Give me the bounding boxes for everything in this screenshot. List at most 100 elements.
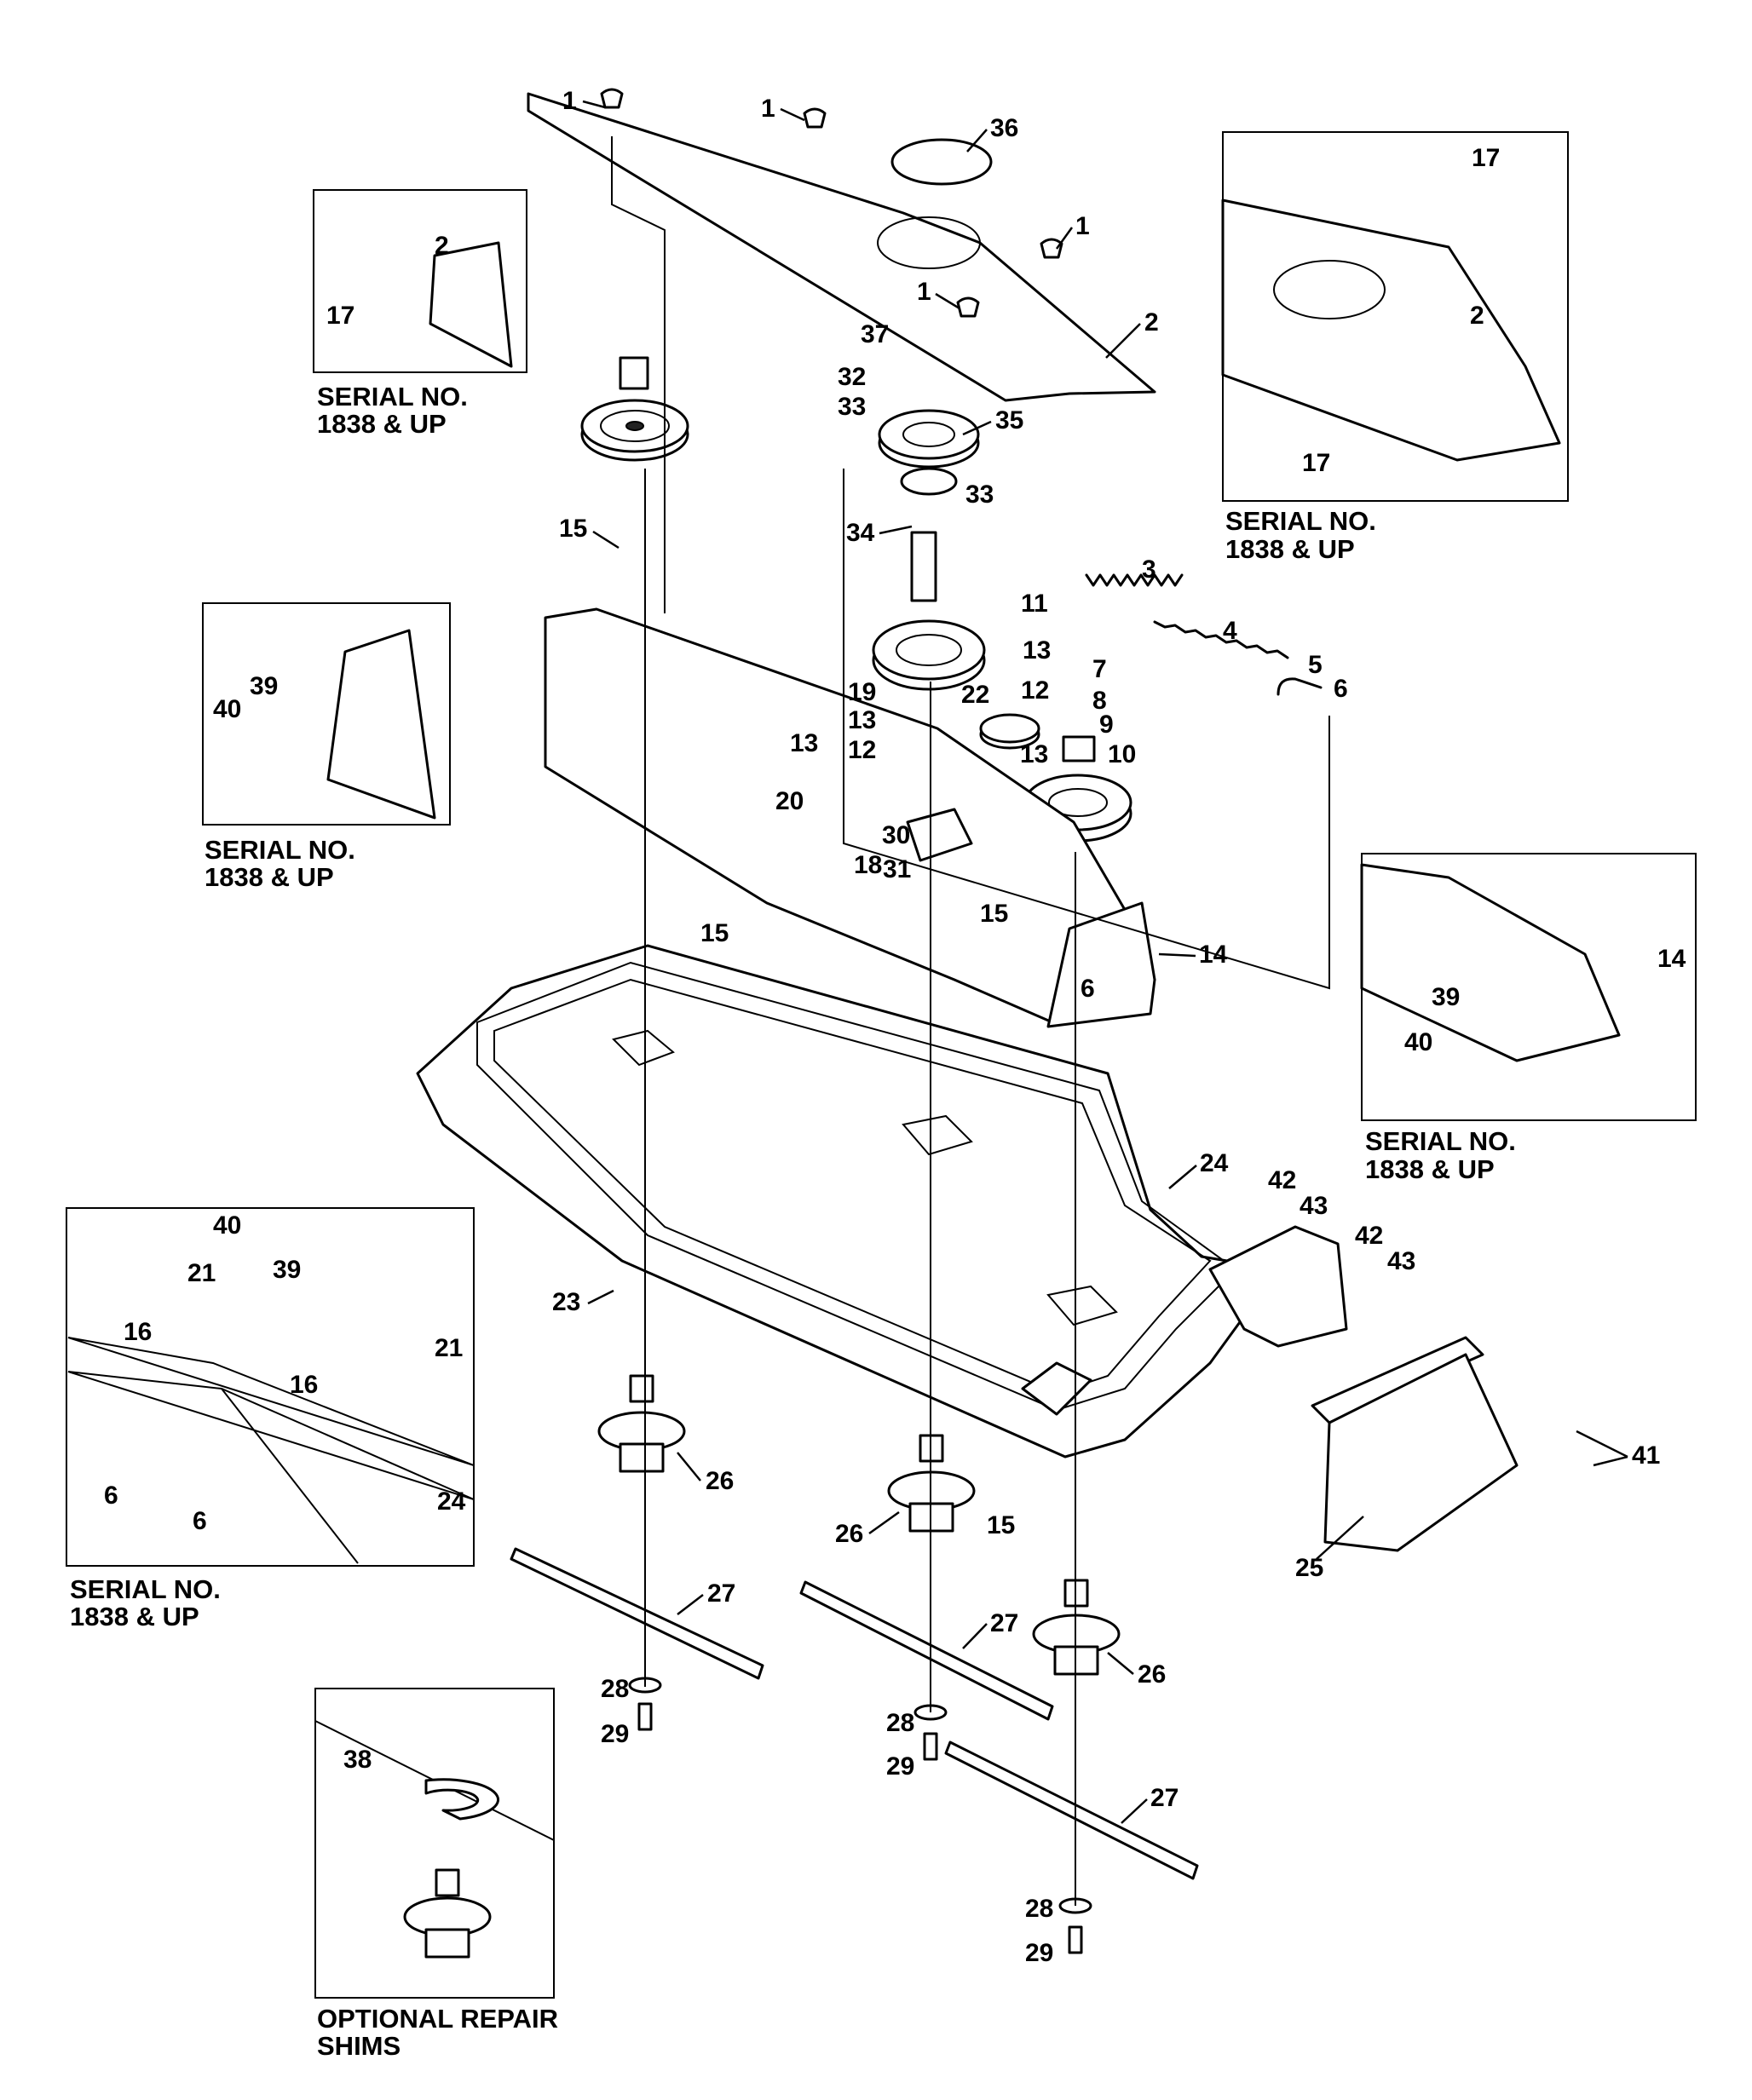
callout: 9 bbox=[1099, 711, 1114, 739]
eye-bolt bbox=[1277, 677, 1323, 696]
inset-caption: SERIAL NO. bbox=[1365, 1126, 1516, 1156]
callout: 38 bbox=[343, 1746, 372, 1774]
pulley-center-large bbox=[872, 619, 986, 691]
callout: 14 bbox=[1199, 941, 1228, 969]
callout: 31 bbox=[883, 855, 911, 883]
callout: 29 bbox=[601, 1720, 629, 1748]
inset-caption: SERIAL NO. bbox=[317, 382, 468, 411]
callout: 3 bbox=[1142, 555, 1156, 584]
rear-hitch bbox=[1311, 1336, 1484, 1424]
callout: 4 bbox=[1223, 617, 1237, 645]
blade-center bbox=[799, 1580, 1054, 1721]
callout: 42 bbox=[1268, 1166, 1296, 1194]
o-ring bbox=[890, 138, 993, 186]
inset-caption: SERIAL NO. bbox=[1225, 506, 1376, 536]
spindle-shaft bbox=[910, 531, 937, 602]
callout: 40 bbox=[213, 695, 241, 723]
pulley-idler-small bbox=[979, 713, 1040, 750]
blade-left bbox=[510, 1547, 764, 1680]
callout: 39 bbox=[250, 672, 278, 700]
callout: 26 bbox=[835, 1520, 863, 1548]
inset-caption: SERIAL NO. bbox=[70, 1574, 221, 1604]
callout: 18 bbox=[854, 851, 882, 879]
callout: 13 bbox=[790, 729, 818, 757]
callout: 33 bbox=[965, 480, 994, 509]
callout: 24 bbox=[437, 1487, 466, 1516]
rear-shield bbox=[1323, 1353, 1519, 1552]
inset-caption: 1838 & UP bbox=[1225, 534, 1355, 564]
callout: 21 bbox=[435, 1334, 463, 1362]
callout: 1 bbox=[1075, 212, 1090, 240]
inset-caption: 1838 & UP bbox=[205, 862, 334, 892]
callout: 35 bbox=[995, 406, 1023, 434]
callout: 1 bbox=[562, 87, 577, 115]
callout: 32 bbox=[838, 363, 866, 391]
callout: 20 bbox=[775, 787, 804, 815]
callout: 15 bbox=[980, 900, 1008, 928]
inset-caption: 1838 & UP bbox=[1365, 1154, 1495, 1184]
callout: 34 bbox=[846, 519, 875, 547]
callout: 17 bbox=[326, 302, 354, 330]
chain bbox=[1153, 620, 1289, 659]
callout: 2 bbox=[435, 232, 449, 260]
pulley-center-top bbox=[878, 409, 980, 496]
callout: 19 bbox=[848, 678, 876, 706]
callout: 15 bbox=[559, 515, 587, 543]
callout: 43 bbox=[1300, 1192, 1328, 1220]
callout: 1 bbox=[917, 278, 931, 306]
inset-belt-cover-small: 2 17 SERIAL NO. 1838 & UP bbox=[313, 189, 527, 439]
callout: 12 bbox=[848, 736, 876, 764]
callout: 39 bbox=[273, 1256, 301, 1284]
callout: 6 bbox=[104, 1482, 118, 1510]
alignment-line bbox=[611, 136, 1330, 1906]
callout: 26 bbox=[706, 1467, 734, 1495]
callout: 28 bbox=[601, 1675, 629, 1703]
callout: 11 bbox=[1021, 590, 1048, 618]
callout: 5 bbox=[1308, 651, 1323, 679]
callout: 14 bbox=[1657, 945, 1686, 973]
belt-cover bbox=[527, 92, 1156, 402]
callout: 42 bbox=[1355, 1222, 1383, 1250]
callout: 2 bbox=[1470, 302, 1484, 330]
callout: 15 bbox=[700, 919, 729, 947]
inset-left-shield: 39 40 SERIAL NO. 1838 & UP bbox=[202, 602, 451, 892]
inset-caption: SHIMS bbox=[317, 2031, 401, 2061]
callout: 40 bbox=[1404, 1028, 1432, 1056]
callout: 26 bbox=[1138, 1660, 1166, 1689]
callout: 30 bbox=[882, 821, 910, 849]
callout: 6 bbox=[1081, 975, 1095, 1003]
callout: 8 bbox=[1092, 687, 1107, 715]
callout: 27 bbox=[707, 1579, 735, 1608]
blade-right bbox=[944, 1740, 1199, 1880]
callout: 24 bbox=[1200, 1149, 1229, 1177]
callout: 2 bbox=[1144, 308, 1159, 337]
callout: 22 bbox=[961, 681, 989, 709]
callout: 16 bbox=[124, 1318, 152, 1346]
inset-caption: SERIAL NO. bbox=[205, 835, 355, 865]
cover-knob bbox=[600, 88, 1063, 318]
callout: 6 bbox=[193, 1507, 207, 1535]
callout: 41 bbox=[1632, 1441, 1660, 1470]
callout: 36 bbox=[990, 114, 1018, 142]
callout: 23 bbox=[552, 1288, 580, 1316]
spindle-assembly-left bbox=[597, 1374, 686, 1473]
pulley-left bbox=[580, 356, 689, 462]
callout: 17 bbox=[1472, 144, 1500, 172]
callout: 13 bbox=[848, 706, 876, 734]
callout-labels: 1 1 1 1 36 2 37 32 33 35 33 34 15 3 4 5 … bbox=[552, 87, 1660, 1967]
blade-washer bbox=[628, 1677, 1092, 1914]
callout: 10 bbox=[1108, 740, 1136, 768]
callout: 39 bbox=[1432, 983, 1460, 1011]
callout: 13 bbox=[1023, 636, 1051, 665]
blade-bolt bbox=[637, 1702, 1083, 1954]
callout: 33 bbox=[838, 393, 866, 421]
inset-right-shield: 14 39 40 SERIAL NO. 1838 & UP bbox=[1360, 853, 1697, 1184]
inset-belt-cover-large: 17 2 17 SERIAL NO. 1838 & UP bbox=[1221, 131, 1569, 564]
callout: 17 bbox=[1302, 449, 1330, 477]
callout: 28 bbox=[1025, 1895, 1053, 1923]
callout: 1 bbox=[761, 95, 775, 123]
inset-repair-shims: 38 OPTIONAL REPAIR SHIMS bbox=[314, 1688, 558, 2061]
callout: 21 bbox=[187, 1259, 216, 1287]
spindle-plate bbox=[612, 1029, 1118, 1326]
